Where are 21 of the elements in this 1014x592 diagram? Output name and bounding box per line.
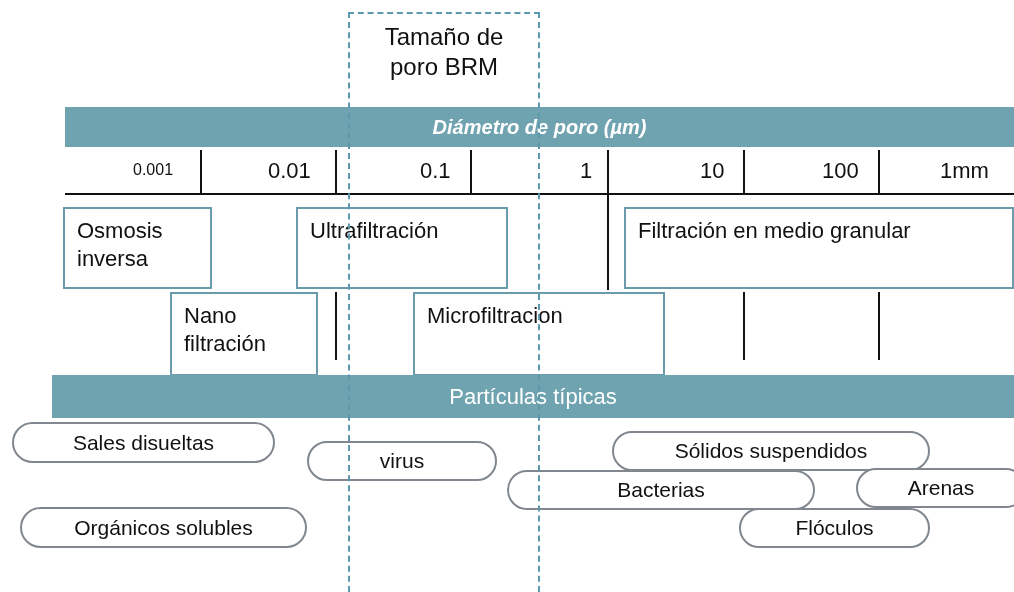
particle-pill: Bacterias: [507, 470, 815, 510]
process-box: Filtración en medio granular: [624, 207, 1014, 289]
header-band: Diámetro de poro (µm): [65, 107, 1014, 147]
process-box: Microfiltracion: [413, 292, 665, 376]
particle-pill: Orgánicos solubles: [20, 507, 307, 548]
scale-value: 10: [700, 158, 725, 184]
header-band: Partículas típicas: [52, 375, 1014, 418]
particle-pill: virus: [307, 441, 497, 481]
scale-value: 100: [822, 158, 859, 184]
particle-pill: Sales disueltas: [12, 422, 275, 463]
particle-pill: Flóculos: [739, 508, 930, 548]
scale-value: 1: [580, 158, 593, 184]
process-box: Ultrafiltración: [296, 207, 508, 289]
process-box: Nano filtración: [170, 292, 318, 376]
particle-pill: Sólidos suspendidos: [612, 431, 930, 471]
scale-value: 0.1: [420, 158, 451, 184]
scale-value: 1mm: [940, 158, 989, 184]
scale-value: 0.01: [268, 158, 311, 184]
scale-value: 0.001: [133, 161, 174, 179]
particle-pill: Arenas: [856, 468, 1014, 508]
process-box: Osmosis inversa: [63, 207, 212, 289]
